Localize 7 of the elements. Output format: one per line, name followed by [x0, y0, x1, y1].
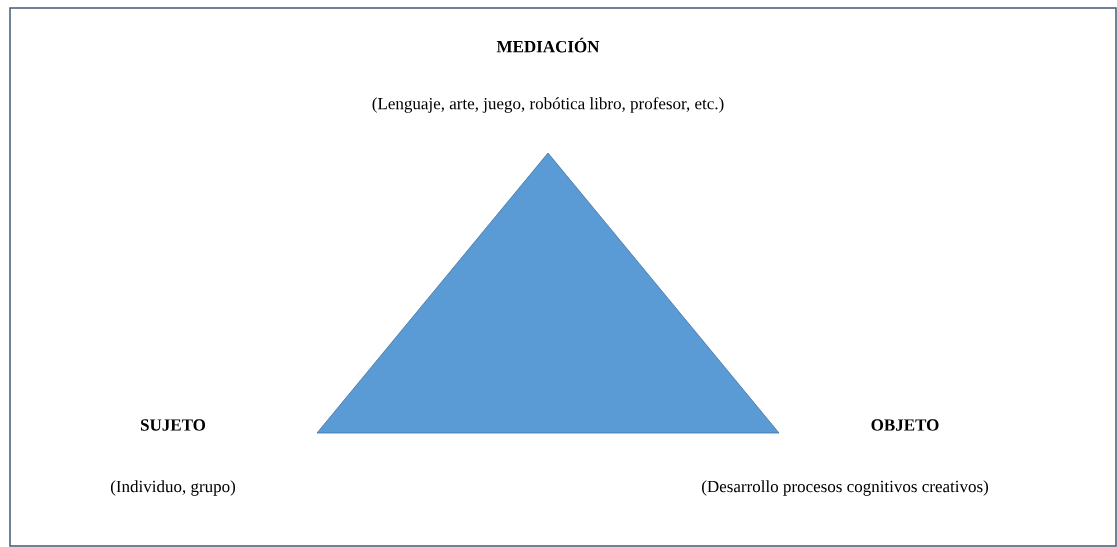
heading: MEDIACIÓN: [496, 37, 600, 53]
heading: OBJETO: [871, 419, 939, 431]
note-text: (Desarrollo procesos cognitivos creativos): [702, 480, 988, 496]
triangle: [316, 152, 780, 434]
note-text: (Lenguaje, arte, juego, robótica libro, profesor, etc.): [372, 97, 724, 113]
note-text: (Individuo, grupo): [110, 480, 236, 496]
heading: SUJETO: [141, 419, 206, 431]
